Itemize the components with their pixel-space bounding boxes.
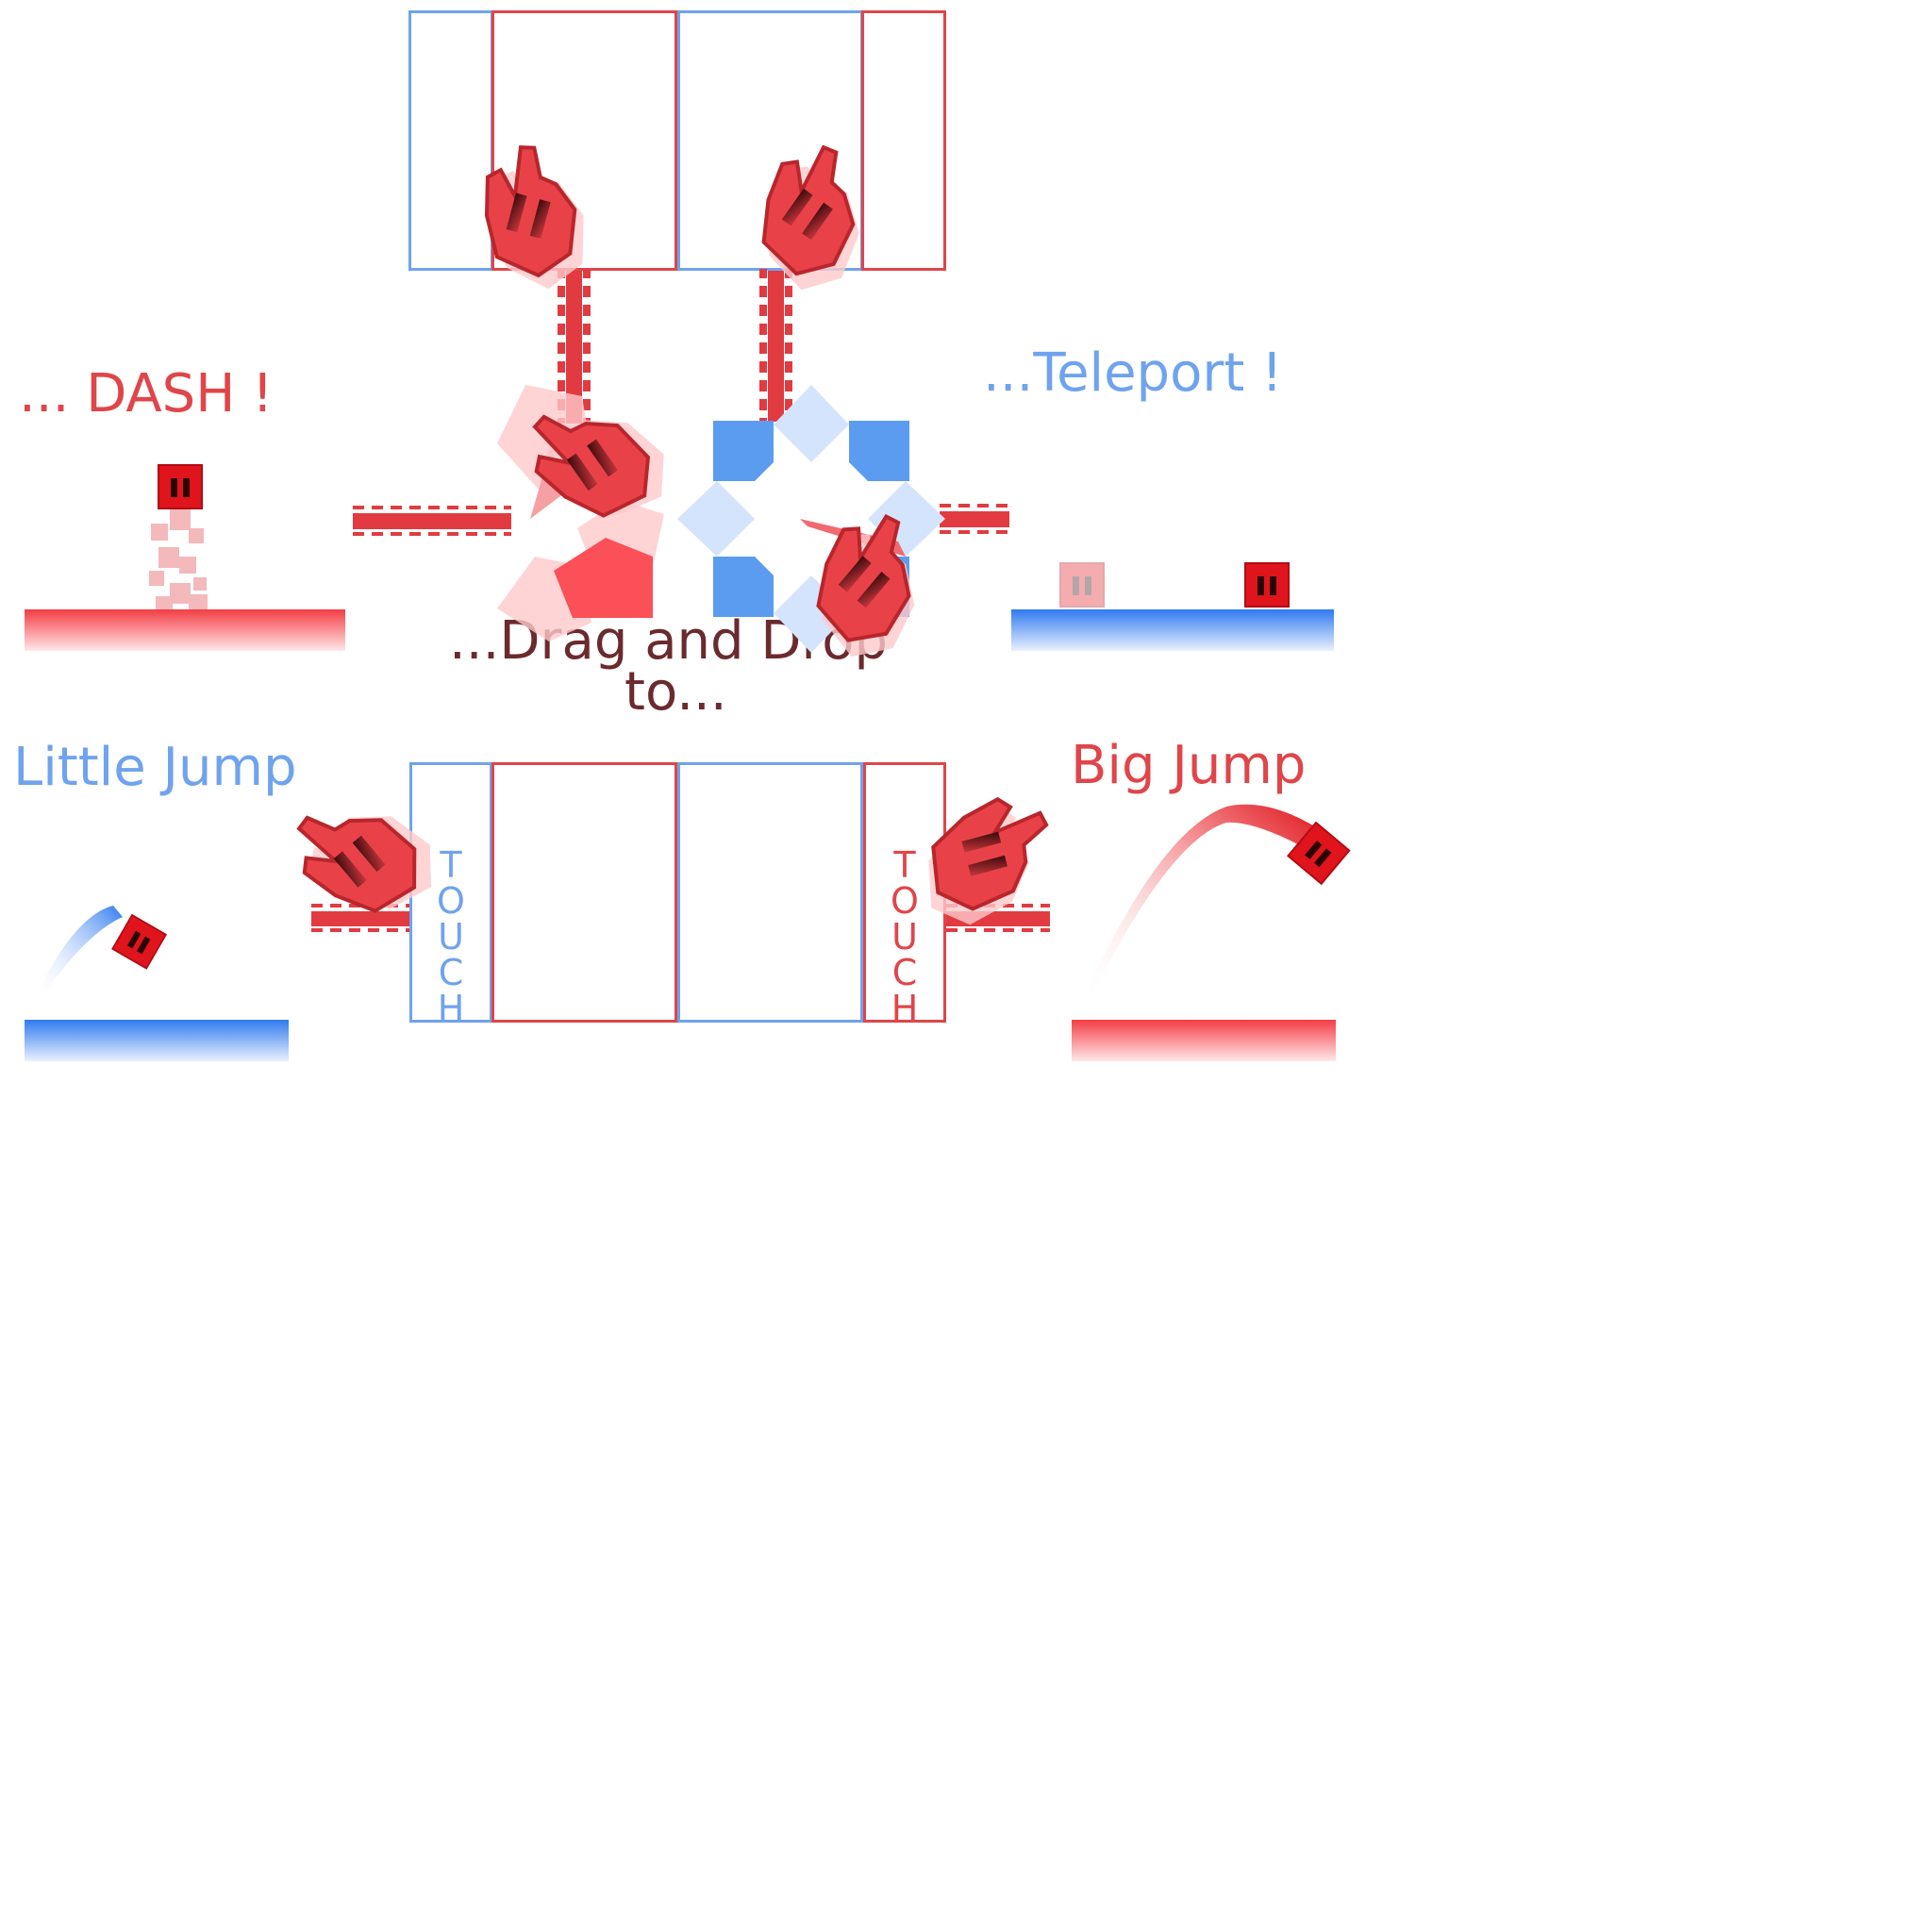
big-jump-caption: Big Jump — [1071, 735, 1307, 796]
dash-platform — [25, 609, 345, 651]
top-zone-blue-left[interactable] — [408, 10, 493, 271]
little-jump-platform — [25, 1020, 289, 1061]
big-jump-arc — [1085, 804, 1321, 998]
bottom-zone-red-left[interactable] — [491, 762, 677, 1023]
connector-mid-left — [353, 506, 511, 536]
drag-drop-caption-line1: ...Drag and Drop — [449, 610, 889, 672]
touch-label-right: TOUCH — [866, 844, 943, 1024]
hand-mid-left — [510, 381, 688, 541]
dash-caption: ... DASH ! — [19, 363, 274, 425]
big-jump-character — [1287, 822, 1351, 885]
touch-label-left: TOUCH — [412, 844, 490, 1024]
teleport-character — [1244, 562, 1290, 608]
connector-bottom-left — [311, 904, 409, 932]
dash-character — [158, 464, 203, 509]
touch-zone-left[interactable]: TOUCH — [409, 762, 492, 1024]
top-zone-red-left[interactable] — [491, 10, 677, 271]
connector-bottom-right — [946, 904, 1050, 932]
big-jump-platform — [1072, 1020, 1336, 1061]
connector-mid-right — [940, 504, 1009, 534]
touch-label-right-text: TOUCH — [884, 844, 925, 1024]
little-jump-arc — [36, 906, 123, 998]
connector-top-left — [558, 269, 591, 424]
teleport-caption: ...Teleport ! — [983, 342, 1283, 404]
top-zone-blue-right[interactable] — [677, 10, 863, 271]
teleport-ghost-character — [1059, 562, 1105, 608]
bottom-zone-blue-right[interactable] — [677, 762, 863, 1023]
connector-top-right — [759, 269, 792, 424]
dash-trail — [149, 509, 208, 609]
drag-drop-caption-line2: to... — [625, 661, 727, 723]
top-zone-red-right[interactable] — [861, 10, 946, 271]
little-jump-character — [111, 914, 167, 970]
little-jump-caption: Little Jump — [13, 737, 297, 798]
touch-zone-right[interactable]: TOUCH — [863, 762, 946, 1024]
pentagon-flower-icon — [497, 385, 664, 641]
teleport-platform — [1011, 609, 1334, 651]
touch-label-left-text: TOUCH — [430, 844, 472, 1024]
